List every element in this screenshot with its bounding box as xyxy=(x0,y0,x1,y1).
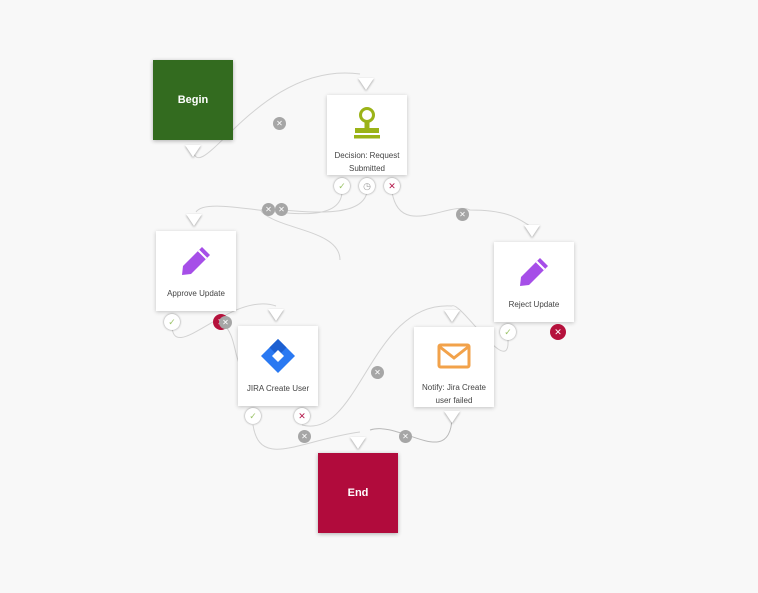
reject-failure-port[interactable]: ✕ xyxy=(550,324,566,340)
edge-approve-jira[interactable] xyxy=(171,303,277,338)
decision-node[interactable]: Decision: Request Submitted xyxy=(327,95,407,175)
edge-jira-notify[interactable] xyxy=(301,305,453,427)
decision-in-port[interactable] xyxy=(358,78,374,90)
jira-icon xyxy=(256,334,300,378)
notify-out-port[interactable] xyxy=(444,411,460,423)
delete-edge-decision-reject[interactable]: ✕ xyxy=(456,208,469,221)
edge-notify-end[interactable] xyxy=(369,417,453,443)
decision-timeout-port[interactable]: ◷ xyxy=(359,178,375,194)
pencil-icon xyxy=(174,239,218,283)
jira-in-port[interactable] xyxy=(268,309,284,321)
begin-out-port[interactable] xyxy=(185,145,201,157)
notify-in-port[interactable] xyxy=(444,310,460,322)
delete-edge-begin-decision[interactable]: ✕ xyxy=(273,117,286,130)
stamp-icon xyxy=(345,103,389,145)
end-in-port[interactable] xyxy=(350,437,366,449)
delete-edge-jira-notify[interactable]: ✕ xyxy=(371,366,384,379)
envelope-icon xyxy=(432,335,476,377)
jira-success-port[interactable]: ✓ xyxy=(245,408,261,424)
close-icon: ✕ xyxy=(265,205,272,214)
edge-decision-end[interactable] xyxy=(260,191,368,261)
close-icon: ✕ xyxy=(276,119,283,128)
jira-node[interactable]: JIRA Create User xyxy=(238,326,318,406)
reject-label: Reject Update xyxy=(508,300,560,309)
edge-jira-end[interactable] xyxy=(252,424,361,450)
begin-node[interactable]: Begin xyxy=(153,60,233,140)
delete-edge-decision-end[interactable]: ✕ xyxy=(275,203,288,216)
pencil-icon xyxy=(512,250,556,294)
notify-node[interactable]: Notify: Jira Create user failed xyxy=(414,327,494,407)
reject-success-port[interactable]: ✓ xyxy=(500,324,516,340)
approve-success-port[interactable]: ✓ xyxy=(164,314,180,330)
jira-label: JIRA Create User xyxy=(246,384,310,393)
delete-edge-decision-approve[interactable]: ✕ xyxy=(262,203,275,216)
decision-approve-port[interactable]: ✓ xyxy=(334,178,350,194)
decision-label: Decision: Request Submitted xyxy=(334,151,400,173)
close-icon: ✕ xyxy=(222,318,229,327)
end-node[interactable]: End xyxy=(318,453,398,533)
close-icon: ✕ xyxy=(459,210,466,219)
edge-begin-decision[interactable] xyxy=(192,72,361,159)
delete-edge-approve-end[interactable]: ✕ xyxy=(219,316,232,329)
close-icon: ✕ xyxy=(402,432,409,441)
jira-failure-port[interactable]: ✕ xyxy=(294,408,310,424)
begin-label: Begin xyxy=(177,94,209,106)
end-label: End xyxy=(347,487,369,499)
notify-label: Notify: Jira Create user failed xyxy=(421,383,487,405)
clock-icon: ◷ xyxy=(363,180,371,191)
approve-node[interactable]: Approve Update xyxy=(156,231,236,311)
approve-in-port[interactable] xyxy=(186,214,202,226)
delete-edge-notify-end[interactable]: ✕ xyxy=(399,430,412,443)
reject-node[interactable]: Reject Update xyxy=(494,242,574,322)
delete-edge-jira-end[interactable]: ✕ xyxy=(298,430,311,443)
close-icon: ✕ xyxy=(374,368,381,377)
approve-label: Approve Update xyxy=(167,289,225,298)
close-icon: ✕ xyxy=(301,432,308,441)
decision-reject-port[interactable]: ✕ xyxy=(384,178,400,194)
reject-in-port[interactable] xyxy=(524,225,540,237)
close-icon: ✕ xyxy=(278,205,285,214)
